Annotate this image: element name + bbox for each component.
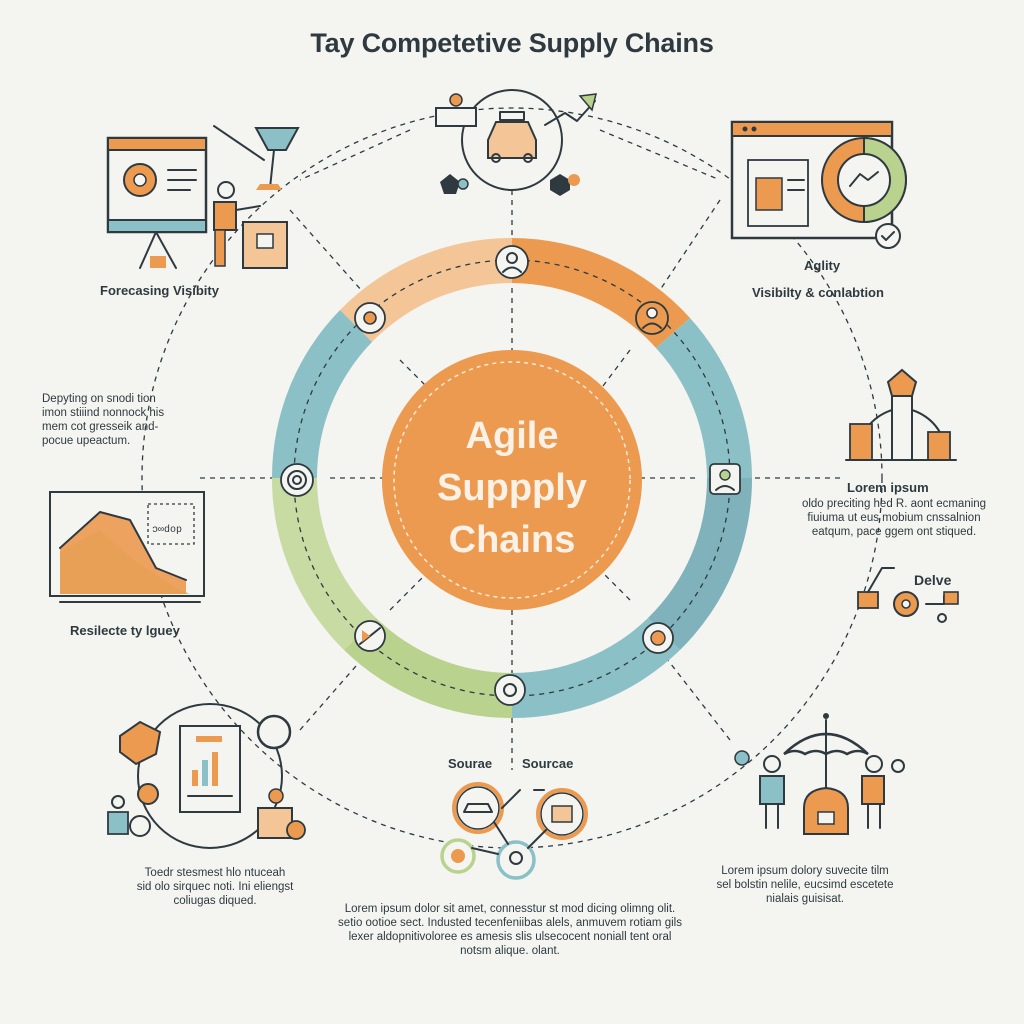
bottom-center-line: Lorem ipsum dolor sit amet, connesstur s… <box>344 903 676 915</box>
hub-title: Agile Suppply Chains <box>382 410 642 566</box>
bottom-left-text: Toedr stesmest hlo ntuceah sid olo sirqu… <box>110 866 320 908</box>
delivery-network-icon <box>857 567 959 623</box>
svg-text:ɔ∞dop: ɔ∞dop <box>152 524 182 536</box>
source-label-left: Sourae <box>448 756 493 771</box>
bottom-left-line: Toedr stesmest hlo ntuceah <box>144 867 286 879</box>
person-icon <box>495 245 529 279</box>
hub-line: Chains <box>448 519 576 561</box>
dashboard-window-icon <box>730 120 907 249</box>
bottom-left-line: sid olo sirquec noti. Ini eliengst <box>136 881 294 893</box>
report-team-icon <box>107 703 306 849</box>
bottom-left-line: coliugas diqued. <box>173 895 257 907</box>
center-hub <box>382 350 642 610</box>
hub-line: Suppply <box>437 467 587 509</box>
bottom-center-line: notsm alique. olant. <box>460 945 560 957</box>
bottom-right-line: Lorem ipsum dolory suvecite tilm <box>721 865 889 877</box>
cycle-ring <box>271 237 753 719</box>
page-title: Tay Competetive Supply Chains <box>310 28 714 58</box>
lorem-right-label: Lorem ipsum <box>847 480 929 495</box>
worker-icon <box>709 463 741 495</box>
lorem-right-line: eatqum, pace ggem ont stiqued. <box>811 526 977 538</box>
left-note-line: mem cot gresseik and- <box>42 421 159 433</box>
agility-label: Aglity <box>804 258 841 273</box>
presentation-board-icon <box>106 125 300 269</box>
hub-line: Agile <box>465 415 559 457</box>
bottom-right-text: Lorem ipsum dolory suvecite tilm sel bol… <box>700 864 910 906</box>
cog-icon <box>494 674 526 706</box>
left-note: Depyting on snodi tion imon stiiind nonn… <box>42 392 212 448</box>
lorem-right-line: oldo preciting hed R. aont ecmaning <box>801 498 987 510</box>
shipment-icon <box>354 620 386 652</box>
deliver-label: Delve <box>914 572 952 588</box>
cycle-icon <box>642 622 674 654</box>
car-manager-growth-icon <box>435 89 597 196</box>
left-note-line: Depyting on snodi tion <box>42 393 156 405</box>
trend-chart-icon: ɔ∞dop <box>49 491 205 603</box>
gear-icon <box>354 302 386 334</box>
manager-icon <box>635 301 669 335</box>
agility-sublabel: Visibilty & conlabtion <box>752 285 884 300</box>
left-note-line: imon stiiind nonnock his <box>42 407 165 419</box>
resilience-label: Resilecte ty lguey <box>70 623 180 638</box>
target-icon <box>280 463 314 497</box>
source-label-right: Sourcae <box>522 756 574 771</box>
bottom-center-line: setio ootioe sect. Industed tecenfeniiba… <box>338 917 682 929</box>
forecasting-label: Forecasing Visibity <box>100 283 219 298</box>
bottom-center-line: lexer aldopnitivoloree es amesis slis ul… <box>348 931 672 943</box>
bottom-right-line: nialais guisisat. <box>766 893 844 905</box>
dollar-scale-icon <box>845 368 957 461</box>
umbrella-protection-icon <box>734 713 905 835</box>
bottom-right-line: sel bolstin nelile, eucsimd escetete <box>716 879 894 891</box>
ring-node-icons <box>280 245 741 706</box>
lorem-right-text: oldo preciting hed R. aont ecmaning fiui… <box>784 497 1004 539</box>
source-network-icon <box>440 782 588 880</box>
lorem-right-line: fiuiuma ut eus mobium cnssalnion <box>807 512 981 524</box>
left-note-line: pocue upeactum. <box>42 435 131 447</box>
bottom-center-text: Lorem ipsum dolor sit amet, connesstur s… <box>300 902 720 958</box>
